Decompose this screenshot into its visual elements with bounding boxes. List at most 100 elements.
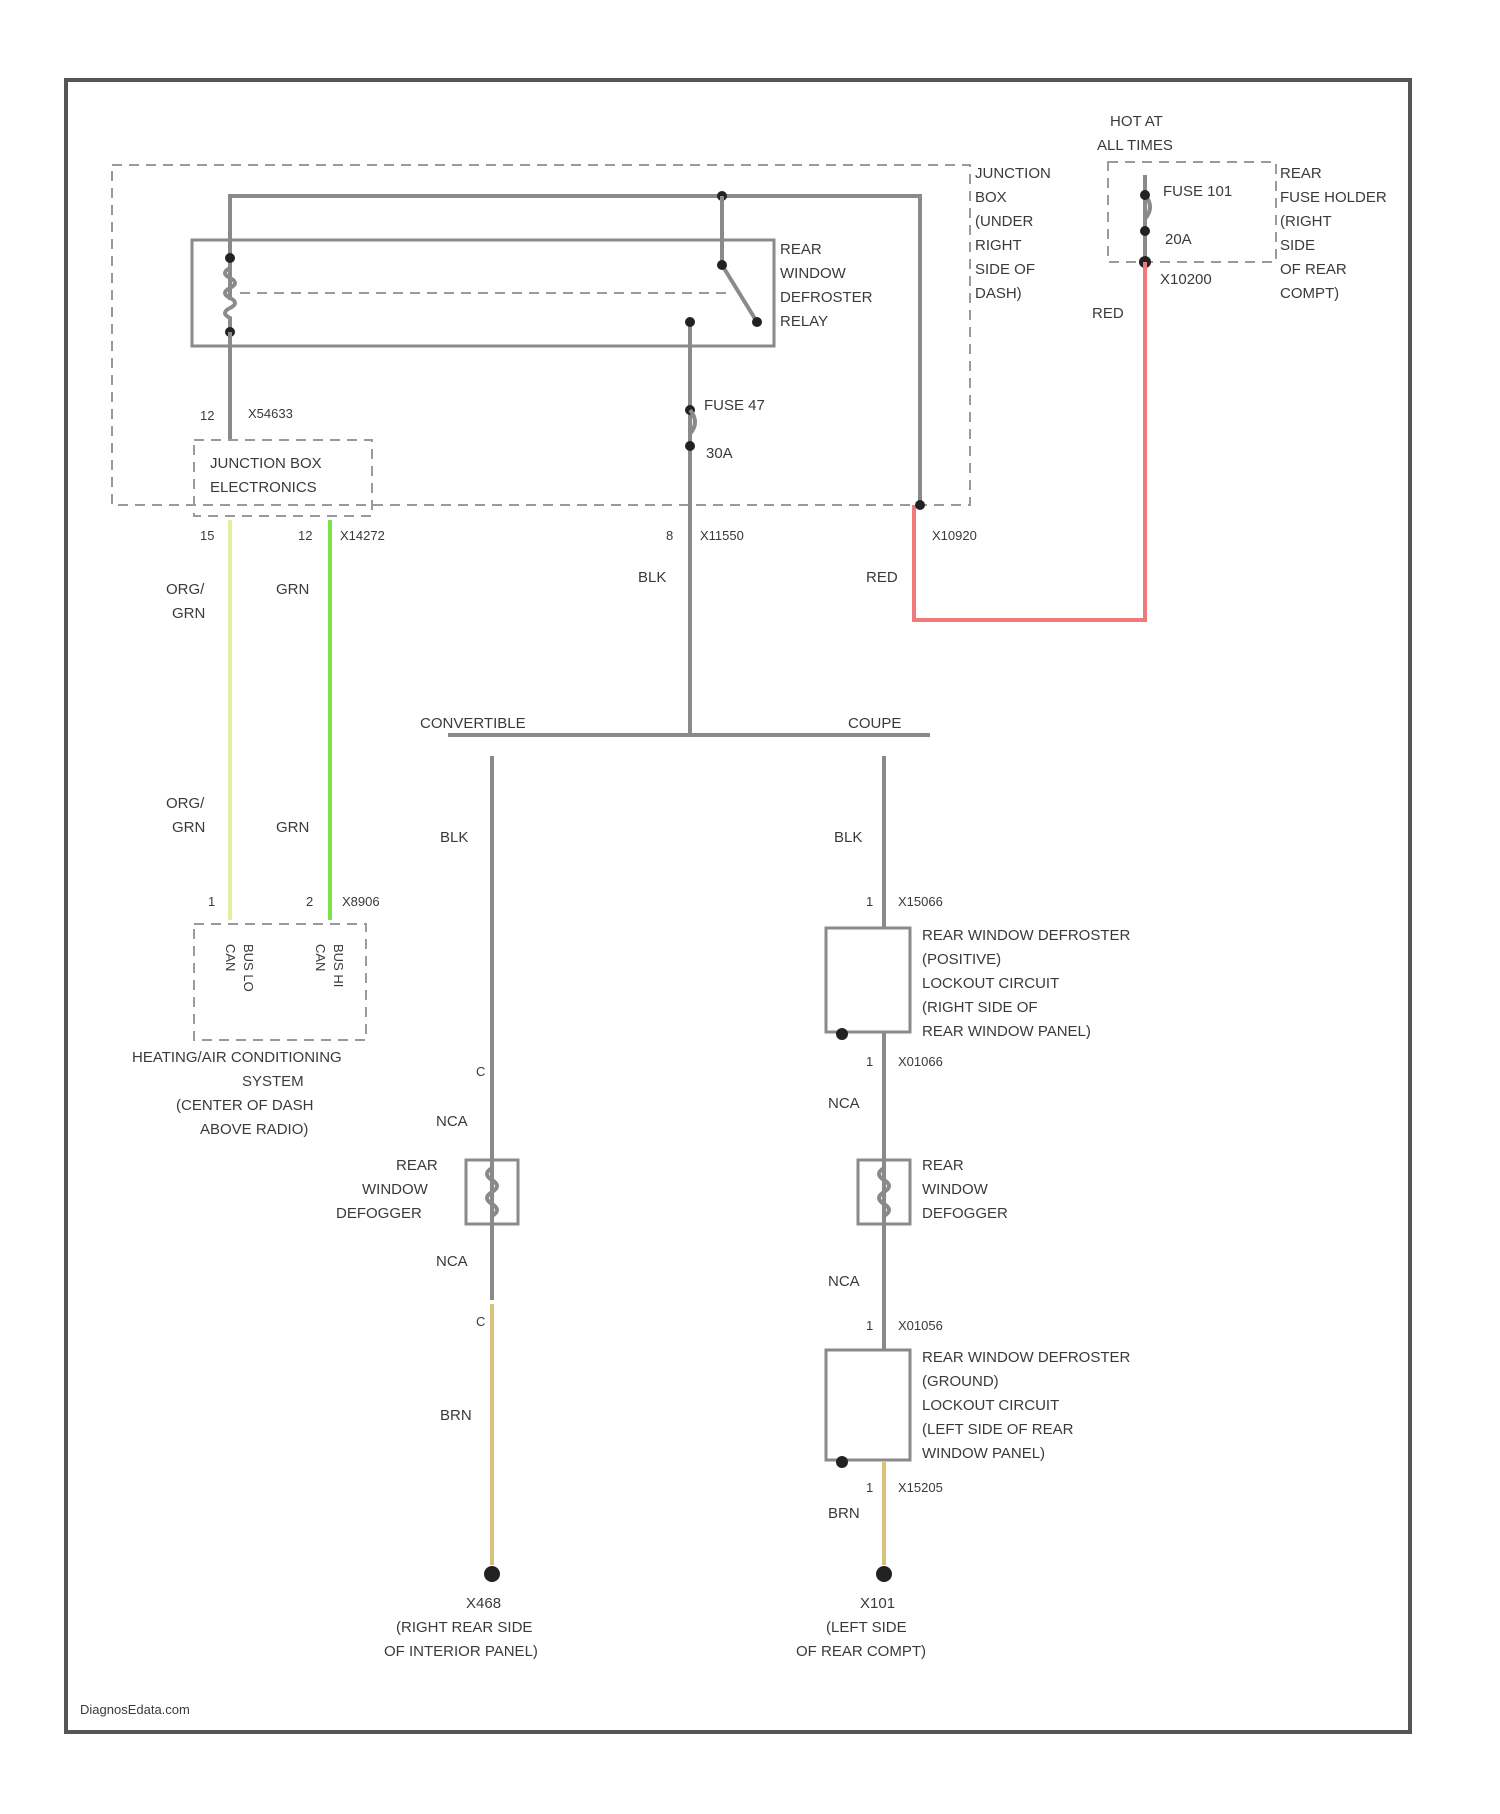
rfh-label-2: FUSE HOLDER	[1280, 189, 1387, 206]
org-grn-label-1b: GRN	[172, 605, 205, 622]
relay-label-4: RELAY	[780, 313, 828, 330]
lockout-gnd-label-5: WINDOW PANEL)	[922, 1445, 1045, 1462]
relay-label-3: DEFROSTER	[780, 289, 873, 306]
jbe-pin-left: 15	[200, 528, 214, 543]
mid-pin: 8	[666, 528, 673, 543]
conv-nca-1: NCA	[436, 1113, 468, 1130]
relay-switch	[722, 265, 757, 322]
rfh-label-1: REAR	[1280, 165, 1322, 182]
lockout-gnd-label-2: (GROUND)	[922, 1373, 999, 1390]
conv-brn-label: BRN	[440, 1407, 472, 1424]
coupe-pin-1: 1	[866, 894, 873, 909]
conv-defogger-label-3: DEFOGGER	[336, 1205, 422, 1222]
wire-red-label-1: RED	[1092, 305, 1124, 322]
coupe-conn-2: X01066	[898, 1054, 943, 1069]
hvac-conn: X8906	[342, 894, 380, 909]
jb-label-4: RIGHT	[975, 237, 1022, 254]
lockout-pos-label-3: LOCKOUT CIRCUIT	[922, 975, 1059, 992]
ground-trunk: BLK RED CONVERTIBLE COUPE	[420, 505, 930, 735]
fuse-101-label: FUSE 101	[1163, 183, 1232, 200]
junction-box-outline	[112, 165, 970, 505]
diagram-frame	[66, 80, 1410, 1732]
jbe-label-2: ELECTRONICS	[210, 479, 317, 496]
conv-ground-id: X468	[466, 1595, 501, 1612]
rear-fuse-holder: HOT AT ALL TIMES FUSE 101 20A REAR FUSE …	[1092, 113, 1387, 322]
coupe-conn-1: X15066	[898, 894, 943, 909]
jb-label-1: JUNCTION	[975, 165, 1051, 182]
hvac-pin-right: 2	[306, 894, 313, 909]
coupe-defogger-label-2: WINDOW	[922, 1181, 989, 1198]
jbe-pin-top: 12	[200, 408, 214, 423]
branch-convertible: CONVERTIBLE	[420, 715, 526, 732]
lockout-ground-module	[826, 1350, 910, 1460]
rear-fuse-holder-box	[1108, 162, 1276, 262]
lockout-pos-label-1: REAR WINDOW DEFROSTER	[922, 927, 1130, 944]
convertible-circuit: BLK C NCA REAR WINDOW DEFOGGER NCA C BRN…	[336, 756, 538, 1660]
conv-ground-label-2: OF INTERIOR PANEL)	[384, 1643, 538, 1660]
trunk-red-label: RED	[866, 569, 898, 586]
conv-defogger-label-2: WINDOW	[362, 1181, 429, 1198]
conv-nca-2: NCA	[436, 1253, 468, 1270]
lockout-positive-module	[826, 928, 910, 1032]
conv-pin-top: C	[476, 1064, 485, 1079]
right-conn: X10920	[932, 528, 977, 543]
conv-blk-label: BLK	[440, 829, 468, 846]
hvac-label-3: (CENTER OF DASH	[176, 1097, 314, 1114]
coupe-brn-label: BRN	[828, 1505, 860, 1522]
lockout-pos-label-2: (POSITIVE)	[922, 951, 1001, 968]
relay-label-2: WINDOW	[780, 265, 847, 282]
can-lo-label-2: BUS LO	[241, 944, 256, 992]
lockout-pos-label-4: (RIGHT SIDE OF	[922, 999, 1038, 1016]
can-hi-label-2: BUS HI	[331, 944, 346, 987]
fuse-47-amp: 30A	[706, 445, 733, 462]
hot-at-label-1: HOT AT	[1110, 113, 1163, 130]
junction-box: JUNCTION BOX (UNDER RIGHT SIDE OF DASH) …	[112, 165, 1051, 543]
lockout-pos-label-5: REAR WINDOW PANEL)	[922, 1023, 1091, 1040]
conv-defogger-label-1: REAR	[396, 1157, 438, 1174]
rfh-label-3: (RIGHT	[1280, 213, 1332, 230]
coupe-conn-4: X15205	[898, 1480, 943, 1495]
coupe-ground-point	[876, 1566, 892, 1582]
jb-label-3: (UNDER	[975, 213, 1033, 230]
jb-label-5: SIDE OF	[975, 261, 1035, 278]
org-grn-label-2b: GRN	[172, 819, 205, 836]
org-grn-label-2a: ORG/	[166, 795, 205, 812]
lockout-gnd-label-4: (LEFT SIDE OF REAR	[922, 1421, 1074, 1438]
hot-at-label-2: ALL TIMES	[1097, 137, 1173, 154]
can-hi-label-1: CAN	[313, 944, 328, 971]
hvac-label-4: ABOVE RADIO)	[200, 1121, 308, 1138]
rfh-label-6: COMPT)	[1280, 285, 1339, 302]
org-grn-label-1a: ORG/	[166, 581, 205, 598]
rfh-label-5: OF REAR	[1280, 261, 1347, 278]
jb-label-2: BOX	[975, 189, 1007, 206]
conv-ground-point	[484, 1566, 500, 1582]
fuse-101-amp: 20A	[1165, 231, 1192, 248]
hvac-label-2: SYSTEM	[242, 1073, 304, 1090]
coupe-ground-label-2: OF REAR COMPT)	[796, 1643, 926, 1660]
rfh-label-4: SIDE	[1280, 237, 1315, 254]
coupe-pin-2: 1	[866, 1054, 873, 1069]
mid-conn: X11550	[700, 528, 744, 543]
lockout-gnd-label-1: REAR WINDOW DEFROSTER	[922, 1349, 1130, 1366]
relay-label-1: REAR	[780, 241, 822, 258]
coupe-defogger-label-1: REAR	[922, 1157, 964, 1174]
coupe-nca-1: NCA	[828, 1095, 860, 1112]
jb-label-6: DASH)	[975, 285, 1022, 302]
coupe-pin-3: 1	[866, 1318, 873, 1333]
jbe-pin-right: 12	[298, 528, 312, 543]
can-lo-label-1: CAN	[223, 944, 238, 971]
coupe-ground-label-1: (LEFT SIDE	[826, 1619, 907, 1636]
jbe-label-1: JUNCTION BOX	[210, 455, 322, 472]
trunk-blk-label: BLK	[638, 569, 666, 586]
watermark: DiagnosEdata.com	[80, 1702, 190, 1717]
coupe-ground-id: X101	[860, 1595, 895, 1612]
coupe-nca-2: NCA	[828, 1273, 860, 1290]
jbe-conn-bottom: X14272	[340, 528, 385, 543]
lockout-gnd-label-3: LOCKOUT CIRCUIT	[922, 1397, 1059, 1414]
hvac-label-1: HEATING/AIR CONDITIONING	[132, 1049, 342, 1066]
conn-x10200: X10200	[1160, 271, 1212, 288]
coupe-pin-4: 1	[866, 1480, 873, 1495]
fuse-47-label: FUSE 47	[704, 397, 765, 414]
coupe-circuit: BLK 1 X15066 REAR WINDOW DEFROSTER (POSI…	[796, 756, 1130, 1660]
